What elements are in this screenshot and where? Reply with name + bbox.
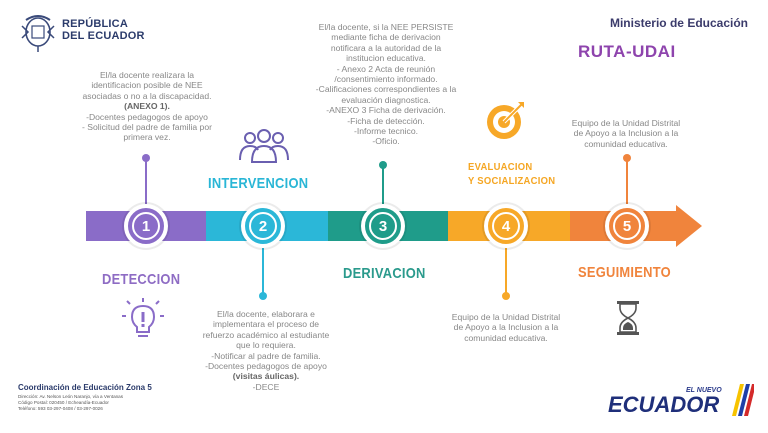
- desc-line: (visitas áulicas).: [232, 371, 300, 382]
- footer-postal: Código Postal: 020450 / Echeandía-Ecuado…: [18, 400, 109, 405]
- step-1-circle: 1: [124, 204, 168, 248]
- stage-4-title: EVALUACION Y SOCIALIZACION: [468, 160, 555, 188]
- desc-line: -DECE: [252, 381, 280, 392]
- desc-line: -Ficha de detección.: [347, 115, 425, 126]
- footer-phone: Teléfono: 593 03-297-0408 / 03-297-0026: [18, 406, 103, 411]
- step-number: 5: [613, 212, 641, 240]
- ministry-name: Ministerio de Educación: [609, 16, 748, 30]
- desc-line: refuerzo académico al estudiante: [202, 329, 330, 340]
- step-2-circle: 2: [241, 204, 285, 248]
- coat-of-arms-icon: [21, 15, 55, 52]
- desc-line: identificacion posible de NEE: [91, 80, 203, 91]
- el-nuevo-ecuador-logo: EL NUEVO ECUADOR: [608, 384, 754, 417]
- desc-line: de Apoyo a la Inclusion a la: [573, 128, 679, 139]
- connector-line: [626, 158, 628, 204]
- desc-line: comunidad educativa.: [584, 138, 668, 149]
- stage-5-title: SEGUIMIENTO: [578, 264, 671, 281]
- step-5-circle: 5: [605, 204, 649, 248]
- desc-line: Equipo de la Unidad Distrital: [451, 312, 561, 322]
- stage-2-title: INTERVENCION: [208, 175, 309, 192]
- desc-line: -Docentes pedagogos de apoyo: [205, 361, 327, 372]
- desc-line: /consentimiento informado.: [334, 74, 438, 85]
- connector-dot: [502, 292, 510, 300]
- footer-title: Coordinación de Educación Zona 5: [18, 383, 152, 392]
- connector-line: [505, 248, 507, 294]
- desc-line: -ANEXO 3 Ficha de derivación.: [326, 105, 446, 116]
- republic-line2: DEL ECUADOR: [62, 30, 145, 42]
- timeline-arrow-head: [676, 205, 702, 247]
- republic-name: REPÚBLICA DEL ECUADOR: [62, 18, 145, 42]
- stage-3-description: El/la docente, si la NEE PERSISTE median…: [306, 22, 466, 147]
- desc-line: que lo requiera.: [236, 340, 296, 351]
- target-icon: [487, 102, 524, 139]
- stage-3-title: DERIVACION: [343, 265, 426, 282]
- desc-line: - Anexo 2 Acta de reunión: [336, 63, 436, 74]
- step-number: 2: [249, 212, 277, 240]
- lightbulb-icon: [122, 298, 164, 337]
- connector-dot: [259, 292, 267, 300]
- desc-line: - Solicitud del padre de familia por: [82, 122, 212, 133]
- desc-line: -Oficio.: [372, 136, 400, 147]
- connector-dot: [623, 154, 631, 162]
- desc-line: -Informe tecnico.: [354, 126, 418, 137]
- desc-line: mediante ficha de derivacion: [331, 32, 441, 43]
- desc-line: institucion educativa.: [346, 53, 426, 64]
- step-4-circle: 4: [484, 204, 528, 248]
- stage-5-description: Equipo de la Unidad Distrital de Apoyo a…: [556, 118, 696, 149]
- desc-line: -Calificaciones correspondientes a la: [315, 84, 457, 95]
- stage-4-title-line1: EVALUACION: [468, 161, 533, 173]
- logo-big-text: ECUADOR: [608, 392, 719, 417]
- stage-1-title: DETECCION: [102, 271, 181, 288]
- connector-dot: [142, 154, 150, 162]
- step-number: 4: [492, 212, 520, 240]
- step-number: 3: [369, 212, 397, 240]
- connector-dot: [379, 161, 387, 169]
- logo-small-text: EL NUEVO: [686, 387, 722, 394]
- desc-line: implementara el proceso de: [212, 319, 320, 330]
- desc-line: El/la docente, si la NEE PERSISTE: [318, 22, 454, 32]
- footer-address: Dirección: Av. Nelson León Naranjo, vía …: [18, 394, 124, 399]
- stage-1-description: El/la docente realizara la identificacio…: [80, 70, 214, 143]
- desc-line: notificara a la autoridad de la: [330, 42, 442, 53]
- ruta-title: RUTA-UDAI: [578, 42, 676, 61]
- stage-4-description: Equipo de la Unidad Distrital de Apoyo a…: [436, 312, 576, 343]
- group-users-icon: [239, 129, 289, 163]
- desc-line: El/la docente, elaborara e: [217, 309, 315, 319]
- stage-4-title-line2: Y SOCIALIZACION: [468, 175, 556, 187]
- desc-line: primera vez.: [123, 132, 171, 143]
- desc-line: El/la docente realizara la: [99, 70, 195, 80]
- desc-line: (ANEXO 1).: [124, 101, 170, 112]
- desc-line: -Docentes pedagogos de apoyo: [86, 111, 208, 122]
- desc-line: -Notificar al padre de familia.: [211, 350, 321, 361]
- connector-line: [145, 158, 147, 204]
- desc-line: comunidad educativa.: [464, 332, 548, 343]
- connector-line: [382, 165, 384, 204]
- desc-line: asociadas o no a la discapacidad.: [82, 90, 212, 101]
- hourglass-icon: [617, 301, 639, 335]
- connector-line: [262, 248, 264, 294]
- stage-2-description: El/la docente, elaborara e implementara …: [193, 309, 339, 392]
- republic-line1: REPÚBLICA: [62, 18, 128, 30]
- step-number: 1: [132, 212, 160, 240]
- desc-line: Equipo de la Unidad Distrital: [571, 118, 681, 128]
- desc-line: de Apoyo a la Inclusion a la: [453, 322, 559, 333]
- desc-line: evaluación diagnostica.: [341, 94, 431, 105]
- step-3-circle: 3: [361, 204, 405, 248]
